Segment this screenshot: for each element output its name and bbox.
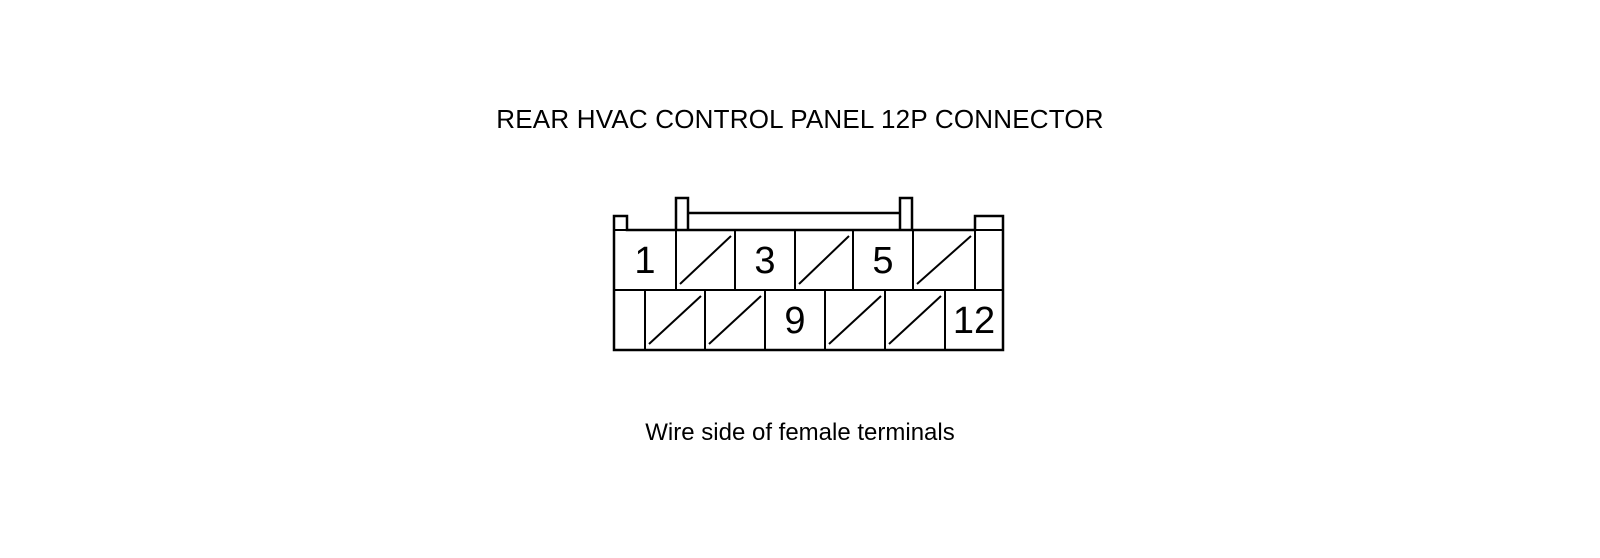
pin-number-5: 5 [872, 240, 893, 282]
blank-cavity [974, 229, 1004, 291]
locking-tab [674, 196, 914, 230]
diagram-caption: Wire side of female terminals [645, 419, 955, 446]
terminal-cavity-12 [944, 289, 1004, 351]
unused-terminal-slash-2 [679, 235, 732, 285]
diagram-title: REAR HVAC CONTROL PANEL 12P CONNECTOR [496, 104, 1104, 134]
unused-terminal-slash-10 [828, 295, 882, 345]
pin-number-9: 9 [784, 300, 805, 342]
unused-terminal-slash-11 [888, 295, 942, 345]
unused-terminal-slash-8 [708, 295, 762, 345]
pin-number-12: 12 [953, 300, 995, 342]
unused-terminal-slash-6 [916, 235, 972, 285]
pin-number-1: 1 [634, 240, 655, 282]
pin-number-3: 3 [754, 240, 775, 282]
unused-terminal-slash-4 [798, 235, 850, 285]
unused-terminal-slash-7 [648, 295, 702, 345]
blank-cavity [613, 289, 646, 351]
